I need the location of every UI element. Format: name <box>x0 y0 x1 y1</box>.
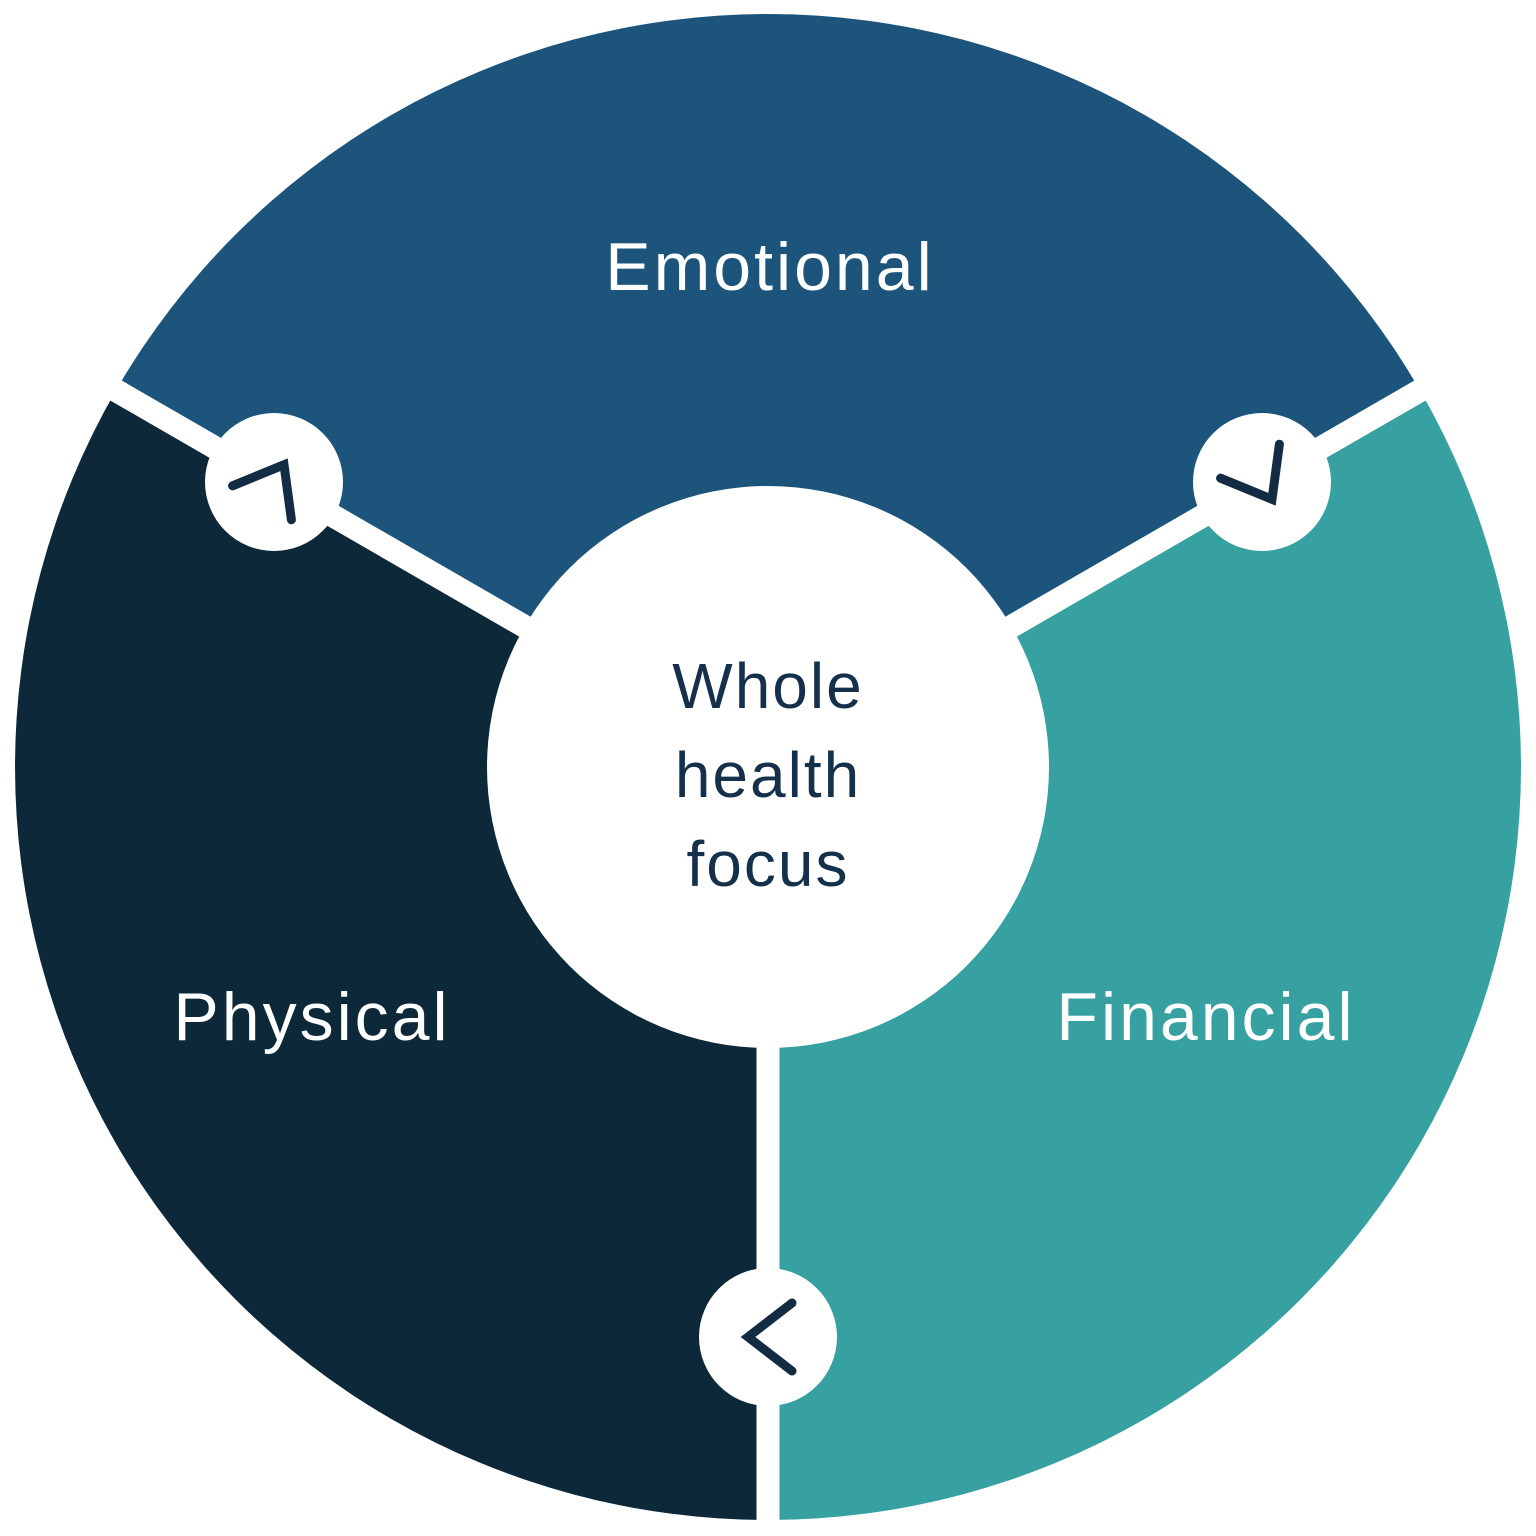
arrow-node-top-right <box>1193 413 1331 551</box>
segment-label-financial: Financial <box>1056 979 1355 1055</box>
arrow-node-top-left <box>205 413 343 551</box>
center-label-line-2: health <box>675 739 861 811</box>
chevron-down-right-icon <box>1216 439 1284 506</box>
chevron-up-right-icon <box>228 458 296 525</box>
center-label-line-3: focus <box>687 828 850 900</box>
center-label-line-1: Whole <box>672 650 863 722</box>
center-hub-circle <box>487 486 1049 1048</box>
arrow-node-bottom <box>699 1268 837 1406</box>
segment-emotional <box>115 14 1421 768</box>
segment-label-physical: Physical <box>173 979 450 1055</box>
chevron-left-icon <box>740 1298 797 1376</box>
center-hub-label: Whole health focus <box>672 650 863 900</box>
segment-label-emotional: Emotional <box>605 229 934 305</box>
